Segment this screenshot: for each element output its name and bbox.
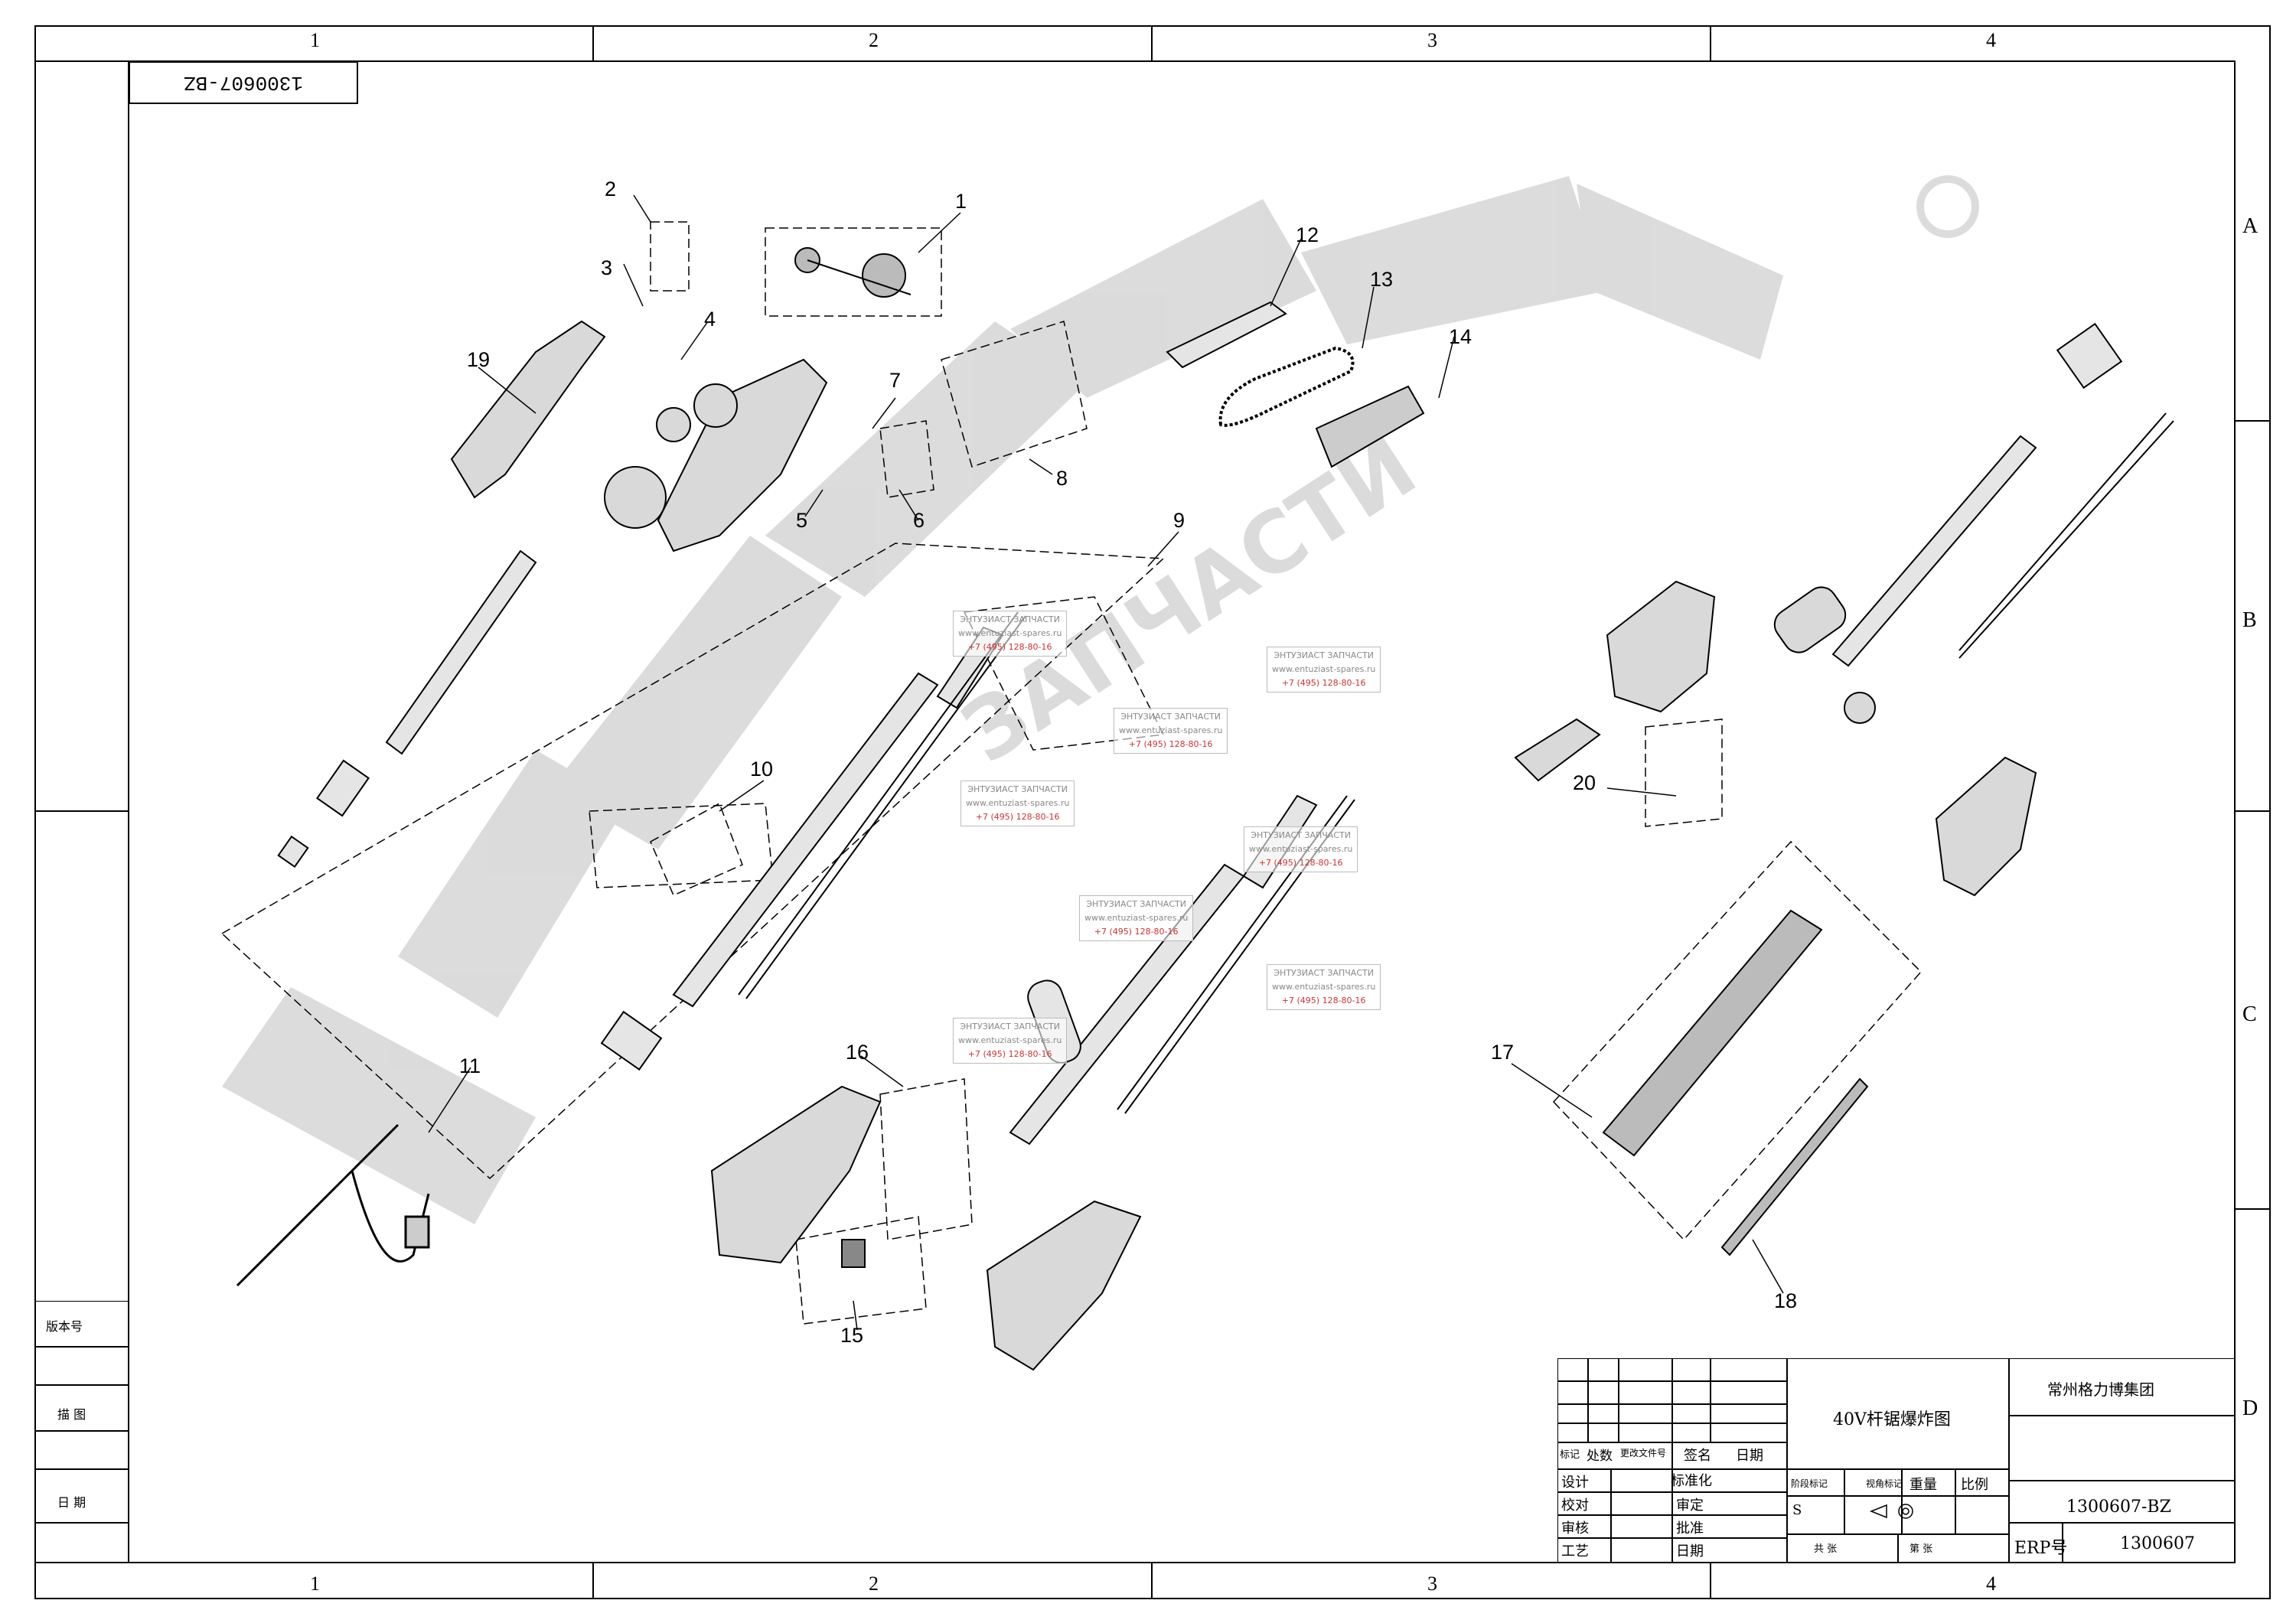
callout-6: 6 [913,509,925,532]
drawing-code-stamp: 1300607-BZ [129,61,358,104]
projection-symbol-icon [1869,1504,1913,1519]
zone-col-1: 1 [310,29,320,51]
callout-1: 1 [955,190,967,213]
callout-10: 10 [750,758,774,781]
zone-col-2-bottom: 2 [869,1572,879,1595]
drawing-number: 1300607-BZ [2066,1498,2171,1517]
zone-col-1-bottom: 1 [310,1572,320,1595]
th-change-doc: 更改文件号 [1620,1448,1667,1458]
role-check: 校对 [1561,1498,1589,1514]
zone-col-4-bottom: 4 [1986,1572,1996,1595]
zone-col-3-bottom: 3 [1427,1572,1437,1595]
callout-11: 11 [459,1054,481,1077]
callout-12: 12 [1296,223,1319,246]
drawing-title: 40V杆锯爆炸图 [1833,1410,1951,1429]
part-trimmer-housing [1514,580,2037,897]
th-date: 日期 [1736,1448,1763,1464]
callout-9: 9 [1173,509,1186,532]
part-saw-chain [1218,346,1355,427]
part-upper-shaft [277,549,537,869]
callout-15: 15 [840,1324,864,1347]
sheet-total: 共 张 [1814,1543,1838,1555]
callout-18: 18 [1774,1289,1798,1312]
part-cutter-blade [1602,909,1869,1256]
sheet-number: 第 张 [1910,1543,1933,1555]
part-head-housing [450,320,828,552]
title-block [1557,1358,2235,1563]
field-standardize: 标准化 [1671,1473,1712,1489]
th-sign: 签名 [1684,1448,1711,1464]
view-mark-header: 视角标记 [1866,1478,1903,1489]
field-date: 日期 [1676,1543,1704,1559]
zone-col-4: 4 [1986,29,1996,51]
zone-row-b: B [2242,608,2257,632]
scale-header: 比例 [1961,1477,1988,1493]
stage-mark-header: 阶段标记 [1791,1478,1828,1489]
side-label-date: 日 期 [57,1495,86,1510]
zone-col-2: 2 [869,29,879,51]
field-authorize: 批准 [1676,1520,1704,1537]
callout-5: 5 [796,509,808,532]
callout-19: 19 [467,348,491,371]
stage-mark-value: S [1792,1502,1802,1518]
side-label-version: 版本号 [46,1319,83,1334]
th-mark: 标记 [1560,1449,1580,1461]
erp-number: 1300607 [2120,1534,2195,1553]
watermark-logo [222,175,1979,1224]
callout-14: 14 [1449,325,1473,348]
callout-8: 8 [1056,467,1068,490]
zone-row-c: C [2242,1002,2257,1026]
th-count: 处数 [1587,1449,1613,1464]
weight-header: 重量 [1910,1477,1937,1493]
company-name: 常州格力博集团 [2047,1380,2154,1399]
erp-label: ERP号 [2014,1539,2068,1558]
part-shoulder-strap [236,1123,430,1287]
side-label-tracing: 描 图 [57,1407,86,1422]
part-bar-cover [1315,385,1425,468]
part-rear-handle [710,1085,1142,1371]
callout-17: 17 [1491,1041,1515,1064]
callout-2: 2 [605,178,617,200]
callout-13: 13 [1370,268,1394,291]
role-process: 工艺 [1561,1543,1589,1559]
zone-row-a: A [2242,214,2258,238]
callout-20: 20 [1573,771,1596,794]
part-trimmer-pole [1831,322,2174,667]
side-panel [35,1301,129,1524]
role-design: 设计 [1561,1475,1589,1491]
part-guide-bar [1166,301,1287,369]
callout-3: 3 [601,256,613,279]
role-review: 审核 [1561,1520,1589,1537]
zone-row-d: D [2242,1396,2258,1420]
field-approve: 审定 [1676,1498,1704,1514]
callout-16: 16 [846,1041,869,1064]
zone-col-3: 3 [1427,29,1437,51]
callout-7: 7 [889,369,902,392]
part-gear-assembly [794,247,912,298]
callout-4: 4 [704,308,716,331]
